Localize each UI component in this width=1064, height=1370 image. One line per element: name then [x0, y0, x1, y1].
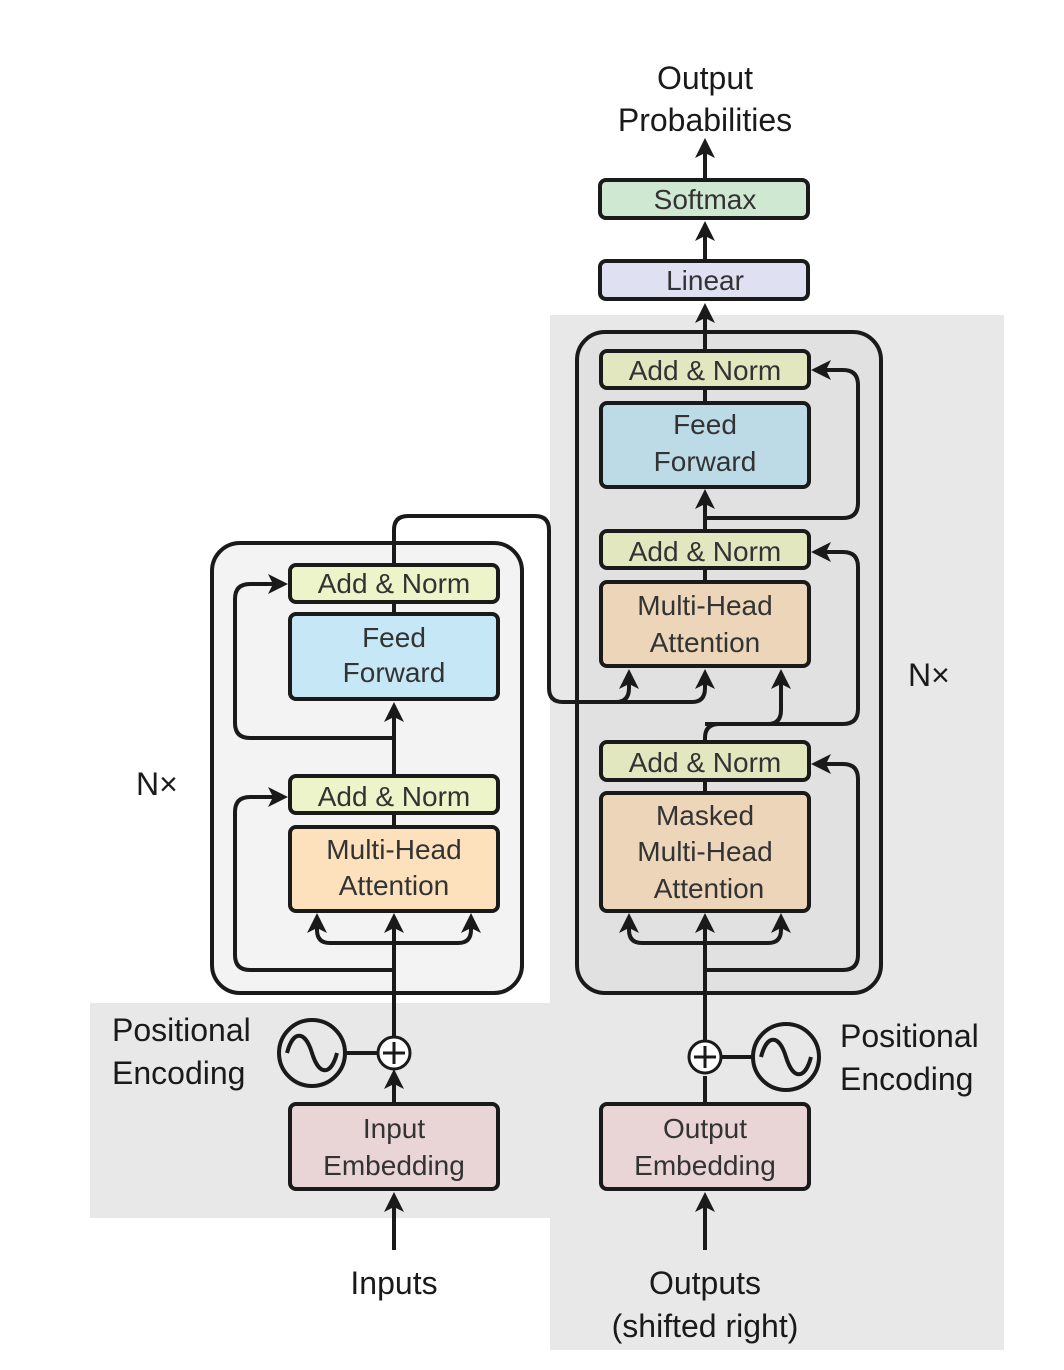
output-probabilities-line2: Probabilities: [618, 102, 792, 138]
decoder-add-norm-top-block: [599, 349, 811, 390]
encoder-feed-forward-line1: Feed: [362, 622, 426, 653]
input-embedding-line2: Embedding: [323, 1150, 465, 1181]
encoder-add-norm-bottom-block: [288, 774, 500, 815]
encoder-sine-wave-icon: [277, 1018, 347, 1088]
decoder-cross-attention-line2: Attention: [650, 627, 761, 658]
output-probabilities-line1: Output: [657, 60, 753, 96]
decoder-repeat-label: N×: [908, 657, 950, 693]
decoder-add-norm-top-label: Add & Norm: [629, 355, 782, 386]
decoder-feed-forward-block: [599, 401, 811, 489]
encoder-feed-forward-block: [288, 612, 500, 701]
decoder-add-norm-middle-label: Add & Norm: [629, 536, 782, 567]
encoder-positional-encoding: [277, 1018, 412, 1088]
softmax-block: [598, 178, 810, 220]
decoder-cross-attention-block: [599, 580, 811, 668]
output-embedding-line1: Output: [663, 1113, 747, 1144]
decoder-add-norm-bottom-label: Add & Norm: [629, 747, 782, 778]
decoder-masked-line1: Masked: [656, 800, 754, 831]
decoder-masked-line2: Multi-Head: [637, 836, 772, 867]
encoder-stack-frame: [210, 541, 524, 995]
encoder-add-norm-top-label: Add & Norm: [318, 568, 471, 599]
input-embedding-block: [288, 1102, 500, 1191]
linear-label: Linear: [666, 265, 744, 296]
encoder-feed-forward-line2: Forward: [343, 657, 446, 688]
encoder-repeat-label: N×: [136, 766, 178, 802]
decoder-add-norm-bottom-block: [599, 740, 811, 782]
encoder-attention-block: [288, 825, 500, 913]
input-embedding-line1: Input: [363, 1113, 425, 1144]
encoder-positional-line1: Positional: [112, 1012, 251, 1048]
decoder-masked-line3: Attention: [654, 873, 765, 904]
decoder-positional-encoding: [687, 1022, 821, 1092]
encoder-attention-line1: Multi-Head: [326, 834, 461, 865]
inputs-label: Inputs: [350, 1265, 437, 1301]
encoder-add-norm-bottom-label: Add & Norm: [318, 781, 471, 812]
output-embedding-block: [599, 1102, 811, 1191]
softmax-label: Softmax: [654, 184, 757, 215]
decoder-add-norm-middle-block: [599, 529, 811, 570]
outputs-label-line2: (shifted right): [612, 1308, 799, 1344]
connections: [233, 138, 860, 1250]
decoder-sine-wave-icon: [751, 1022, 821, 1092]
output-embedding-line2: Embedding: [634, 1150, 776, 1181]
linear-block: [598, 259, 810, 301]
decoder-feed-forward-line1: Feed: [673, 409, 737, 440]
decoder-positional-line2: Encoding: [840, 1061, 973, 1097]
encoder-attention-line2: Attention: [339, 870, 450, 901]
decoder-feed-forward-line2: Forward: [654, 446, 757, 477]
decoder-positional-line1: Positional: [840, 1018, 979, 1054]
decoder-masked-attention-block: [599, 791, 811, 913]
encoder-positional-line2: Encoding: [112, 1055, 245, 1091]
decoder-cross-attention-line1: Multi-Head: [637, 590, 772, 621]
outputs-label-line1: Outputs: [649, 1265, 761, 1301]
encoder-add-norm-top-block: [288, 563, 500, 604]
